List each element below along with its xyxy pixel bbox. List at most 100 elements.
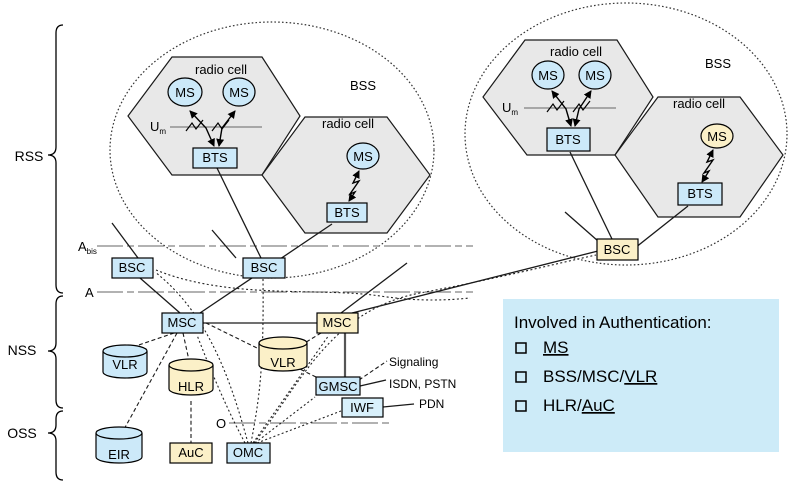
right-cell-2-label: radio cell <box>673 96 725 111</box>
link-msc-vlr <box>132 332 175 348</box>
left-cell-2-hexagon <box>261 116 431 234</box>
signaling-label: Signaling <box>389 355 438 369</box>
link-abis-stub <box>211 229 237 259</box>
right-ms1-label: MS <box>538 68 558 83</box>
layer-label-oss: OSS <box>7 425 37 441</box>
om-link-omc-msc2 <box>252 334 330 444</box>
bullet-square-icon <box>515 400 527 412</box>
link-msc-vlr2 <box>302 332 322 345</box>
link-bts-bsc <box>216 167 262 259</box>
left-bss-label: BSS <box>350 78 376 93</box>
vlr1-label: VLR <box>112 357 137 372</box>
om-link-omc-gmsc <box>254 396 316 444</box>
msc2-node <box>316 312 359 334</box>
omc-label: OMC <box>233 445 263 460</box>
right-ms2-label: MS <box>585 68 605 83</box>
bullet-square-icon <box>515 371 527 383</box>
left-ms2-label: MS <box>229 85 249 100</box>
vlr1-cylinder <box>102 351 148 379</box>
left-ms3-node <box>346 142 380 170</box>
left-bts2-label: BTS <box>334 205 360 220</box>
layer-label-nss: NSS <box>8 342 37 358</box>
right-bts2-node <box>677 182 723 206</box>
bsc2-label: BSC <box>251 260 278 275</box>
right-cell-1-label: radio cell <box>550 44 602 59</box>
radio-zigzag <box>572 100 591 113</box>
radio-link-arrow <box>572 90 592 127</box>
omc-node <box>226 442 271 464</box>
isdn-pstn-label: ISDN, PSTN <box>389 377 456 391</box>
radio-bolt <box>701 149 715 183</box>
right-ms3-node <box>700 123 734 149</box>
om-link-omc-bsc3 <box>253 254 597 444</box>
eir-cylinder-top <box>95 426 143 440</box>
radio-link-arrow <box>189 110 215 147</box>
gmsc-label: GMSC <box>319 379 358 394</box>
link-abis-stub <box>111 222 139 259</box>
right-bss-boundary <box>464 2 788 266</box>
bsc3-node <box>596 238 639 261</box>
bsc1-label: BSC <box>119 260 146 275</box>
msc1-label: MSC <box>168 315 197 330</box>
link-msc-eir <box>121 332 178 434</box>
right-ms1-node <box>531 60 565 90</box>
right-bts1-label: BTS <box>555 132 581 147</box>
right-ms3-label: MS <box>707 129 727 144</box>
radio-zigzag <box>185 119 204 132</box>
left-ms2-node <box>222 77 256 107</box>
auc-node <box>169 442 213 464</box>
hlr-label: HLR <box>178 379 204 394</box>
hlr-cylinder <box>168 365 214 396</box>
infobox-item: HLR/AuC <box>543 396 615 415</box>
om-link-omc-bsc2 <box>250 278 264 444</box>
left-ms1-label: MS <box>175 85 195 100</box>
om-link-omc-msc1 <box>196 334 246 444</box>
link-msc-stub <box>340 262 408 314</box>
link-bts-bsc-right <box>569 151 613 240</box>
left-bts2-node <box>326 202 368 223</box>
right-um-label: Um <box>502 100 518 117</box>
nss-brace <box>47 295 64 409</box>
bsc3-label: BSC <box>604 242 631 257</box>
infobox-title: Involved in Authentication: <box>514 313 712 332</box>
left-ms1-node <box>167 77 203 107</box>
link-bts-bsc-right <box>634 205 689 249</box>
infobox-item: MS <box>543 338 569 357</box>
iwf-label: IWF <box>350 400 374 415</box>
vlr2-cylinder <box>258 343 308 372</box>
oss-brace <box>47 410 64 481</box>
link-abis-stub-right <box>564 211 599 242</box>
radio-bolt <box>348 170 361 202</box>
bsc2-node <box>242 257 286 279</box>
abis-interface-label: Abis <box>78 239 97 256</box>
right-bts2-label: BTS <box>687 186 713 201</box>
bullet-square-icon <box>515 342 527 354</box>
radio-zigzag <box>546 100 565 113</box>
msc2-label: MSC <box>323 315 352 330</box>
eir-label: EIR <box>108 447 130 462</box>
a-interface-label: A <box>85 285 94 300</box>
o-interface-label: O <box>216 416 226 431</box>
right-bss-label: BSS <box>705 56 731 71</box>
link-gmsc-isdn <box>359 379 387 387</box>
left-cell-2-label: radio cell <box>322 116 374 131</box>
link-gmsc-signaling <box>358 360 388 381</box>
iwf-node <box>341 397 384 418</box>
vlr2-cylinder-top <box>258 336 308 350</box>
rss-brace <box>47 24 64 294</box>
radio-link-arrow <box>551 90 573 127</box>
left-bts1-node <box>192 147 238 169</box>
gmsc-node <box>315 376 361 396</box>
right-bts1-node <box>546 127 591 152</box>
eir-cylinder <box>95 433 143 464</box>
auc-label: AuC <box>178 445 203 460</box>
left-ms3-label: MS <box>353 149 373 164</box>
link-iwf-pdn <box>382 403 415 408</box>
om-link-sweep <box>155 269 471 301</box>
om-link-omc-bsc1 <box>154 271 249 444</box>
msc1-node <box>161 312 204 334</box>
left-bts1-label: BTS <box>202 150 228 165</box>
left-um-label: Um <box>150 119 166 136</box>
